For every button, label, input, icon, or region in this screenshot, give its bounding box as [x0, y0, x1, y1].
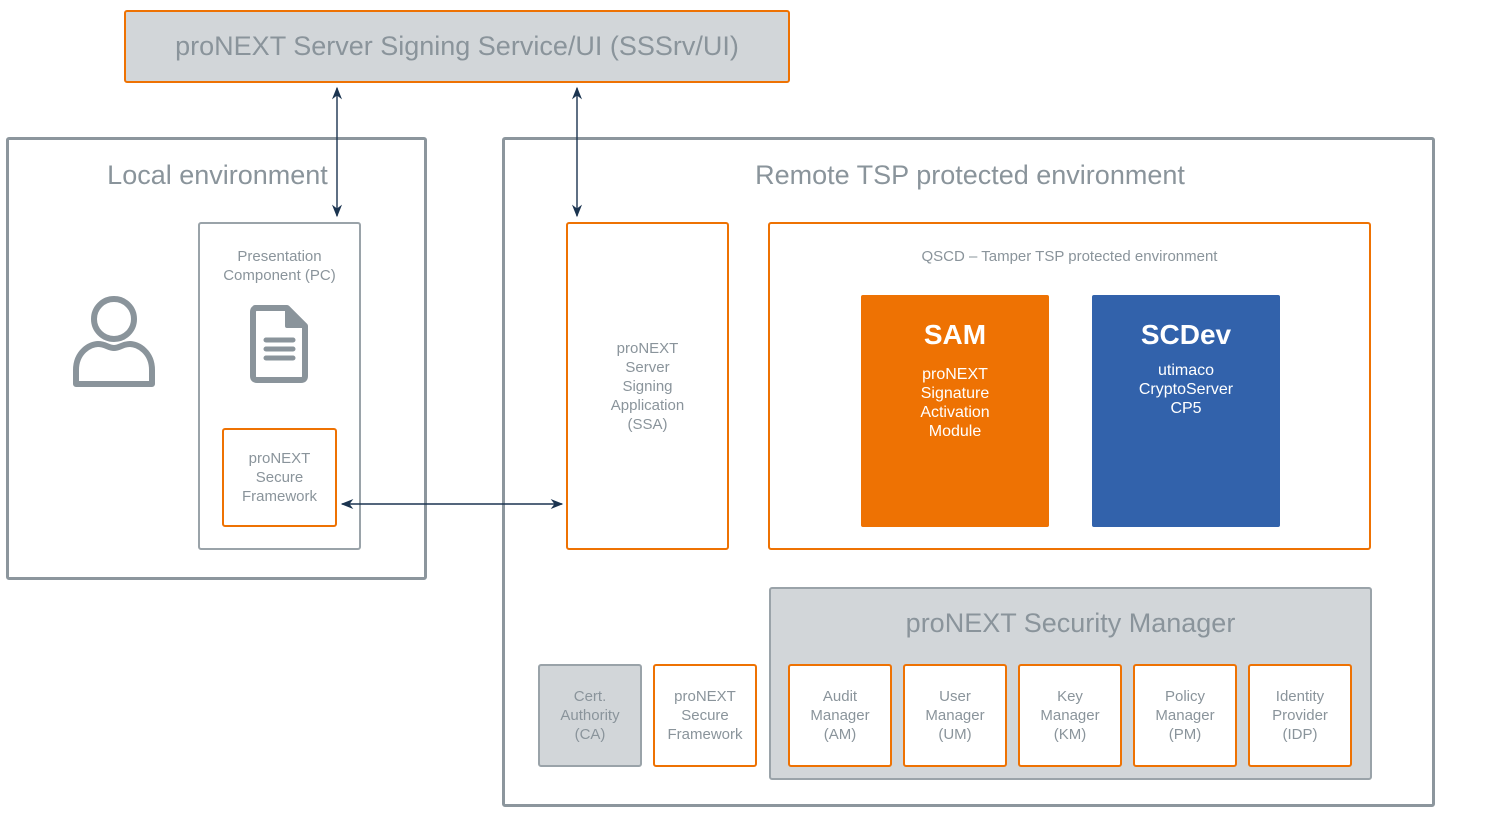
remote-secure-framework-label: proNEXT Secure Framework [667, 688, 743, 743]
cert-authority-label: Cert. Authority (CA) [560, 688, 620, 743]
ssa-box: proNEXT Server Signing Application (SSA) [566, 222, 729, 550]
scdev-box: SCDev utimaco CryptoServer CP5 [1092, 295, 1280, 527]
component-label: Key Manager (KM) [1040, 688, 1100, 743]
component-label: Identity Provider (IDP) [1272, 688, 1328, 743]
presentation-component-label: Presentation Component (PC) [223, 248, 336, 284]
security-component-identity-provider: Identity Provider (IDP) [1248, 664, 1352, 767]
security-component-audit-manager: Audit Manager (AM) [788, 664, 892, 767]
scdev-subtitle: utimaco CryptoServer CP5 [1138, 362, 1234, 417]
sam-title: SAM [923, 319, 987, 350]
security-component-key-manager: Key Manager (KM) [1018, 664, 1122, 767]
sam-box: SAM proNEXT Signature Activation Module [861, 295, 1049, 527]
local-secure-framework-box: proNEXT Secure Framework [222, 428, 337, 527]
security-component-user-manager: User Manager (UM) [903, 664, 1007, 767]
local-secure-framework-label: proNEXT Secure Framework [241, 450, 317, 505]
remote-secure-framework-box: proNEXT Secure Framework [653, 664, 757, 767]
sam-subtitle: proNEXT Signature Activation Module [920, 366, 990, 440]
scdev-title: SCDev [1140, 319, 1232, 350]
cert-authority-box: Cert. Authority (CA) [538, 664, 642, 767]
security-manager-title: proNEXT Security Manager [905, 608, 1236, 638]
component-label: Audit Manager (AM) [810, 688, 870, 743]
component-label: User Manager (UM) [925, 688, 985, 743]
qscd-title: QSCD – Tamper TSP protected environment [921, 248, 1218, 265]
component-label: Policy Manager (PM) [1155, 688, 1215, 743]
document-icon [250, 305, 308, 383]
qscd-box [768, 222, 1371, 550]
server-signing-service-label: proNEXT Server Signing Service/UI (SSSrv… [175, 31, 739, 61]
remote-environment-title: Remote TSP protected environment [755, 160, 1185, 190]
user-icon [73, 296, 155, 387]
ssa-label: proNEXT Server Signing Application (SSA) [610, 339, 685, 433]
security-component-policy-manager: Policy Manager (PM) [1133, 664, 1237, 767]
local-environment-title: Local environment [107, 160, 328, 190]
server-signing-service-box: proNEXT Server Signing Service/UI (SSSrv… [124, 10, 790, 83]
